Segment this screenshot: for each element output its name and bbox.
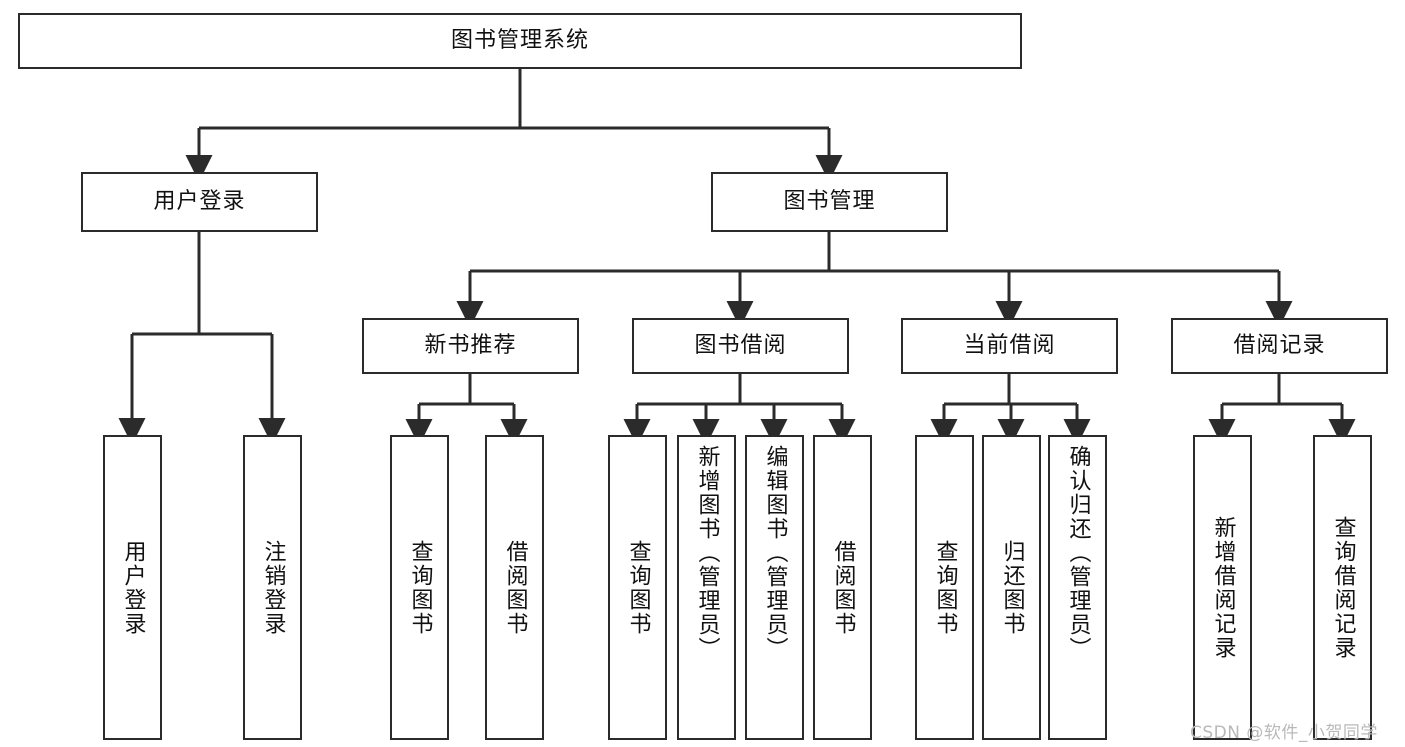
node-leaf-borrow-book[interactable]: 借阅图书 [813,435,872,740]
node-leaf-add-book-label: 新增图书（管理员） [694,445,720,661]
node-user-login[interactable]: 用户登录 [81,172,318,232]
borrow-records-connectors [1208,374,1356,446]
node-book-borrow[interactable]: 图书借阅 [632,318,849,374]
node-book-management-label: 图书管理 [783,188,876,214]
node-leaf-confirm-return[interactable]: 确认归还（管理员） [1048,435,1107,740]
node-leaf-query-book-current-label: 查询图书 [932,539,958,636]
node-leaf-add-borrow-record[interactable]: 新增借阅记录 [1193,435,1252,740]
node-leaf-query-borrow-record-label: 查询借阅记录 [1330,515,1356,660]
node-leaf-query-book-current[interactable]: 查询图书 [915,435,974,740]
node-new-book-recommend[interactable]: 新书推荐 [362,318,579,374]
node-leaf-borrow-book-label: 借阅图书 [830,539,856,636]
node-leaf-return-book-label: 归还图书 [999,539,1025,636]
node-leaf-confirm-return-label: 确认归还（管理员） [1065,445,1091,661]
node-leaf-query-book-borrow[interactable]: 查询图书 [608,435,667,740]
node-leaf-logout-label: 注销登录 [260,539,286,636]
node-book-borrow-label: 图书借阅 [694,332,787,358]
node-leaf-query-borrow-record[interactable]: 查询借阅记录 [1313,435,1372,740]
book-borrow-connectors [623,374,856,446]
current-borrow-connectors [930,374,1091,446]
node-leaf-user-login[interactable]: 用户登录 [103,435,162,740]
node-book-management[interactable]: 图书管理 [711,172,948,232]
node-leaf-query-book-rec[interactable]: 查询图书 [390,435,449,740]
node-user-login-label: 用户登录 [153,188,246,214]
node-borrow-records-label: 借阅记录 [1233,332,1326,358]
node-leaf-return-book[interactable]: 归还图书 [982,435,1041,740]
node-root-label: 图书管理系统 [450,27,589,53]
node-leaf-user-login-label: 用户登录 [120,539,146,636]
node-leaf-borrow-book-rec-label: 借阅图书 [502,539,528,636]
root-connectors [185,69,843,182]
node-leaf-logout[interactable]: 注销登录 [243,435,302,740]
node-leaf-add-book[interactable]: 新增图书（管理员） [677,435,736,740]
node-leaf-borrow-book-rec[interactable]: 借阅图书 [485,435,544,740]
book-management-connectors [456,232,1293,328]
csdn-watermark: CSDN @软件_小贺同学 [1190,723,1378,743]
node-leaf-query-book-borrow-label: 查询图书 [625,539,651,636]
node-leaf-query-book-rec-label: 查询图书 [407,539,433,636]
new-book-recommend-connectors [405,374,528,446]
node-leaf-edit-book[interactable]: 编辑图书（管理员） [745,435,804,740]
node-current-borrow-label: 当前借阅 [963,332,1056,358]
node-leaf-add-borrow-record-label: 新增借阅记录 [1210,515,1236,660]
node-root[interactable]: 图书管理系统 [18,13,1022,69]
node-borrow-records[interactable]: 借阅记录 [1171,318,1388,374]
node-current-borrow[interactable]: 当前借阅 [901,318,1118,374]
user-login-connectors [118,232,286,445]
node-new-book-recommend-label: 新书推荐 [424,332,517,358]
node-leaf-edit-book-label: 编辑图书（管理员） [762,445,788,661]
